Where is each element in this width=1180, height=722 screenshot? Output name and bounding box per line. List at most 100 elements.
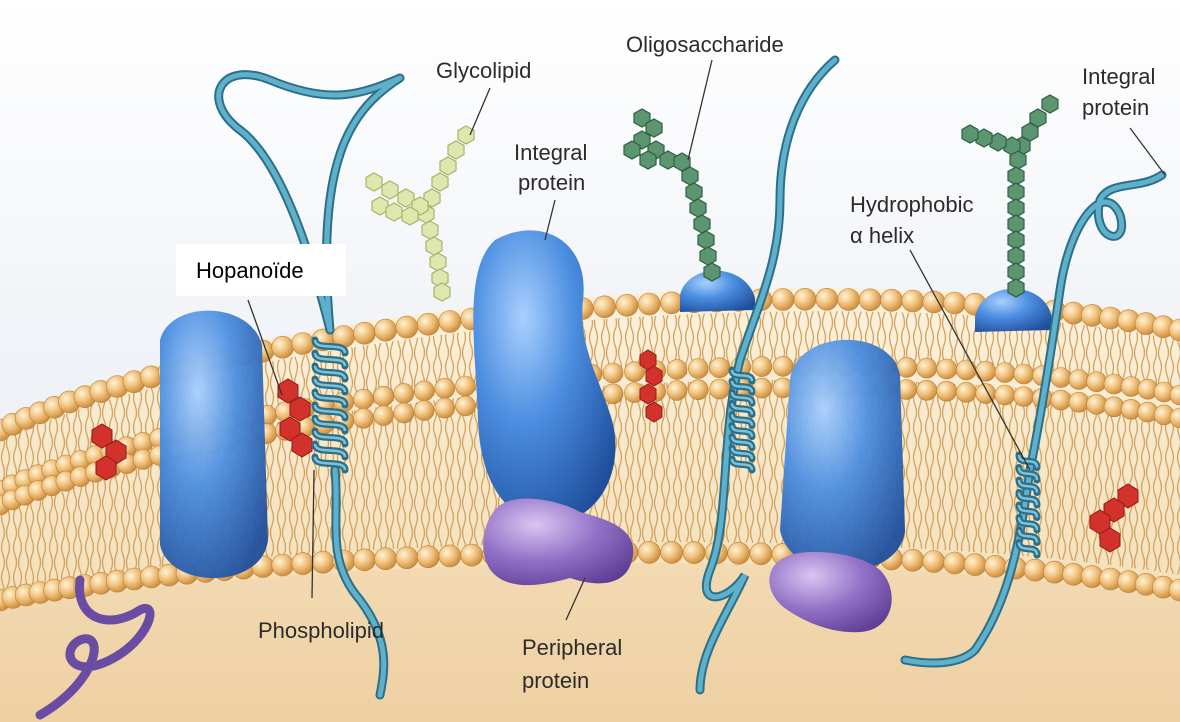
lipid-head	[455, 395, 476, 417]
lipid-head	[602, 383, 624, 405]
helix-turn-highlight	[313, 378, 347, 393]
lipid-head	[1103, 373, 1125, 395]
lipid-head	[994, 362, 1016, 383]
glycoprotein-head-right	[975, 288, 1052, 332]
sugar-unit	[433, 282, 451, 302]
helix-turn-highlight	[1017, 529, 1039, 543]
alpha-helix-left	[311, 336, 349, 474]
lipid-head	[955, 359, 977, 381]
lipid-head	[460, 543, 484, 567]
hopanoid-molecules	[91, 349, 1139, 553]
label-integral-center-1: Integral	[514, 140, 587, 165]
lipid-head	[393, 402, 415, 424]
helix-turn-highlight	[313, 391, 347, 406]
lipid-head	[271, 335, 295, 359]
label-integral-center-2: protein	[518, 170, 585, 195]
lipid-head	[615, 293, 639, 317]
lipid-head	[660, 541, 684, 564]
label-integral-right-1: Integral	[1082, 64, 1155, 89]
lipid-head	[1086, 394, 1107, 415]
helix-turn-highlight	[313, 365, 347, 380]
lipid-head	[975, 360, 997, 382]
lipid-head	[416, 545, 440, 569]
lipid-head	[374, 318, 397, 342]
sugar-unit	[703, 262, 721, 282]
helix-turn-highlight	[730, 403, 754, 415]
helix-turn-highlight	[1017, 454, 1039, 468]
lipid-head	[413, 400, 435, 421]
helix-turn-highlight	[313, 417, 347, 432]
lipid-head	[373, 385, 394, 407]
sugar-unit	[401, 206, 419, 226]
leader-peripheral	[565, 577, 586, 621]
lipid-head	[922, 550, 946, 573]
lipid-head	[1086, 371, 1107, 393]
label-hydrophobic-2: α helix	[850, 223, 914, 248]
sugar-unit	[365, 172, 383, 192]
leader-oligosaccharide	[687, 59, 713, 161]
alpha-helix-right	[1015, 451, 1041, 559]
lipid-head	[1068, 369, 1090, 390]
sugar-unit	[421, 220, 439, 240]
sugar-unit	[447, 140, 465, 160]
label-integral-right-2: protein	[1082, 95, 1149, 120]
lipid-head	[416, 312, 440, 336]
lipid-head	[709, 378, 730, 400]
lipid-head	[1168, 578, 1180, 602]
sugar-unit	[429, 252, 447, 272]
lipid-head	[666, 380, 688, 401]
lipid-head	[1043, 560, 1066, 584]
lipid-head	[291, 552, 315, 575]
lipid-head	[936, 358, 958, 380]
sugar-unit	[381, 180, 399, 200]
lipid-head	[1169, 384, 1180, 406]
label-peripheral-1: Peripheral	[522, 635, 622, 660]
label-hopanoide-box	[176, 244, 346, 296]
leader-phospholipid	[311, 469, 315, 599]
lipid-head	[772, 355, 794, 377]
leader-hydrophobic	[909, 249, 1031, 471]
sugar-unit	[1007, 198, 1025, 218]
leader-hopanoide	[247, 299, 283, 396]
lipid-head	[438, 544, 462, 568]
integral-protein-center	[473, 230, 616, 523]
lipid-head	[916, 357, 938, 379]
lipid-head	[901, 548, 925, 572]
helix-turn-highlight	[313, 404, 347, 419]
helix-turn-highlight	[1017, 492, 1039, 506]
label-hopanoide: Hopanoïde	[196, 258, 304, 283]
strand-highlights	[216, 57, 1165, 698]
glycoprotein-head	[680, 270, 755, 312]
lipid-head	[353, 548, 376, 572]
sugar-unit	[623, 140, 641, 160]
leader-integral-right	[1129, 127, 1166, 176]
lipid-head	[602, 362, 624, 384]
helix-turn-highlight	[313, 352, 347, 367]
sugar-unit	[1007, 214, 1025, 234]
peripheral-protein-right	[769, 551, 892, 633]
lipid-head	[271, 553, 295, 577]
helix-turn-highlight	[730, 447, 754, 460]
sugar-unit	[697, 230, 715, 250]
helix-turn-highlight	[313, 456, 347, 471]
sugar-unit	[639, 150, 657, 170]
lipid-head	[1023, 558, 1047, 582]
helix-turn-highlight	[313, 339, 347, 354]
sugar-unit	[457, 125, 475, 145]
sugar-unit	[681, 166, 699, 186]
helix-turn-highlight	[1017, 542, 1039, 556]
sugar-unit	[693, 214, 711, 234]
sugar-unit	[439, 156, 457, 176]
lipid-head	[660, 291, 684, 315]
sugar-unit	[1009, 150, 1027, 170]
label-phospholipid: Phospholipid	[258, 618, 384, 643]
helix-turn-highlight	[730, 425, 754, 437]
lipid-head	[593, 295, 616, 319]
lipid-head	[793, 287, 817, 311]
helix-turn-highlight	[730, 436, 754, 449]
sugar-unit	[425, 236, 443, 256]
lipid-head	[374, 547, 397, 571]
helix-turn-highlight	[1017, 467, 1039, 481]
transmembrane-protein-left	[160, 310, 268, 579]
